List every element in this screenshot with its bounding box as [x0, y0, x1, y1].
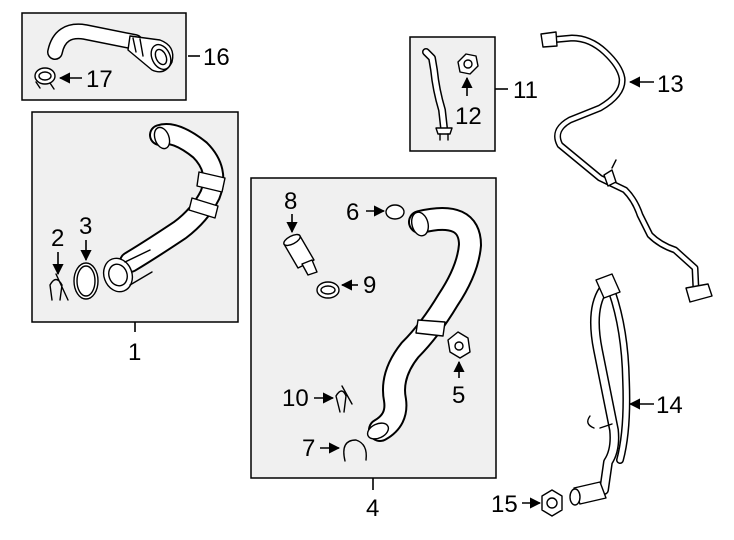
clip-10-drawing [335, 385, 353, 413]
callout-12: 12 [455, 103, 482, 130]
callout-6: 6 [346, 199, 359, 226]
clip-7-drawing [343, 439, 367, 462]
callout-4: 4 [366, 495, 379, 522]
group-box-1 [31, 111, 239, 332]
callout-8: 8 [284, 188, 297, 215]
pipe-13-drawing [540, 31, 713, 303]
clamp-17-drawing [34, 67, 56, 90]
callout-1: 1 [128, 339, 141, 366]
callout-14: 14 [656, 392, 683, 419]
pipe-11-drawing [422, 48, 453, 141]
callout-3: 3 [79, 213, 92, 240]
callout-13: 13 [657, 71, 684, 98]
seal-6-drawing [385, 204, 405, 220]
hose-4-drawing [366, 206, 482, 442]
callout-9: 9 [363, 272, 376, 299]
clamp-5-drawing [447, 331, 471, 359]
callout-11: 11 [513, 77, 538, 104]
group-box-16-17 [21, 12, 200, 101]
sensor-8-drawing [283, 233, 318, 276]
o-ring-3-drawing [73, 262, 99, 300]
callout-5: 5 [452, 382, 465, 409]
hose-1-drawing [102, 123, 226, 293]
callout-17: 17 [86, 66, 113, 93]
seal-9-drawing [316, 281, 340, 299]
callout-2: 2 [51, 225, 64, 252]
group-box-11 [409, 36, 508, 152]
clip-2-drawing [49, 273, 69, 301]
clamp-12-drawing [457, 53, 479, 75]
group-box-4 [250, 177, 497, 490]
callout-16: 16 [203, 44, 230, 71]
callout-15: 15 [491, 491, 518, 518]
hose-16-drawing [47, 23, 174, 73]
callout-7: 7 [302, 435, 315, 462]
pipe-14-drawing [569, 273, 631, 506]
clamp-15-drawing [541, 489, 563, 517]
callout-10: 10 [282, 385, 309, 412]
